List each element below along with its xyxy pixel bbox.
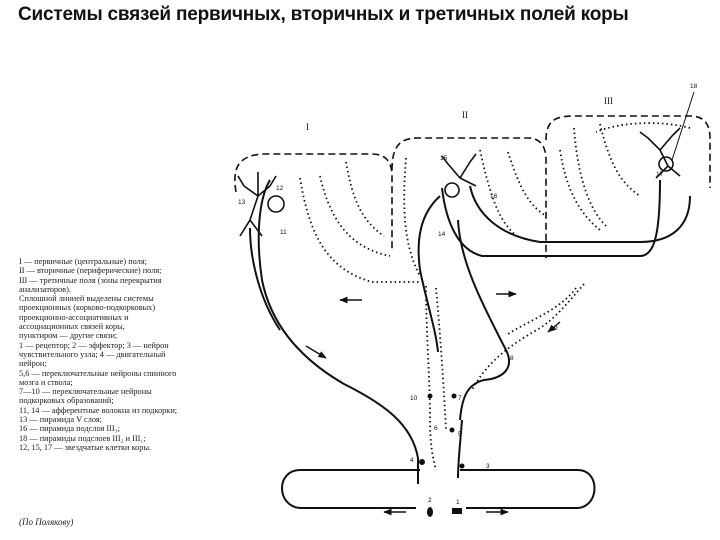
arrow-9 <box>547 321 561 333</box>
label-9: 9 <box>554 325 558 332</box>
field-label-I: I <box>306 122 309 132</box>
label-3: 3 <box>486 463 490 470</box>
neuron-4 <box>419 459 425 465</box>
legend-line: III — третичные поля (зоны перекрытия <box>19 275 162 285</box>
field-label-III: III <box>604 96 613 106</box>
pathway-field-II-branch <box>457 219 511 421</box>
dotted-field-III-a <box>573 127 607 227</box>
dotted-field-III-b <box>599 123 641 197</box>
dotted-descending-b <box>435 287 447 431</box>
dotted-field-I-c <box>345 161 385 237</box>
label-10: 10 <box>410 395 418 402</box>
legend-line: ассоциационных связей коры, <box>19 322 125 332</box>
dotted-field-II-b <box>479 149 521 239</box>
pathway-field-II-down <box>417 195 441 353</box>
dotted-to-9 <box>471 283 585 391</box>
dotted-field-I-a <box>299 177 420 283</box>
label-13: 13 <box>238 199 246 206</box>
spinal-trunk-right <box>457 419 463 479</box>
source-credit: (По Полякову) <box>19 517 74 527</box>
legend-line: нейрон; <box>19 359 47 369</box>
field-III-outline <box>545 115 711 188</box>
dotted-field-I-b <box>319 175 391 257</box>
legend-line: 12, 15, 17 — звездчатые клетки коры. <box>19 442 152 452</box>
effector-2 <box>427 507 433 517</box>
legend-line: чувствительного узла; 4 — двигательный <box>19 349 166 359</box>
legend-line: 18 — пирамиды подслоев III₂ и III₁; <box>19 433 146 443</box>
peripheral-loop <box>281 469 596 509</box>
legend-line: 7—10 — переключательные нейроны <box>19 387 152 397</box>
pyramid-16 <box>441 153 477 187</box>
neuron-3 <box>459 463 465 469</box>
label-6: 6 <box>434 425 438 432</box>
legend-line: 13 — пирамида V слоя; <box>19 415 102 425</box>
neuron-5 <box>449 427 455 433</box>
neuron-7 <box>451 393 457 399</box>
legend-line: пунктиром — другие связи; <box>19 331 118 341</box>
dotted-field-II-c <box>507 151 547 217</box>
legend-line: мозга и ствола; <box>19 377 73 387</box>
dotted-crossing <box>595 122 691 133</box>
label-1: 1 <box>456 499 460 506</box>
label-2: 2 <box>428 497 432 504</box>
label-14: 14 <box>438 231 446 238</box>
label-11: 11 <box>280 229 287 236</box>
label-7: 7 <box>458 395 462 402</box>
page-title: Системы связей первичных, вторичных и тр… <box>18 4 629 25</box>
label-5: 5 <box>458 431 462 438</box>
label-15: 15 <box>440 155 448 162</box>
legend-line: Сплошной линией выделены системы <box>19 294 154 304</box>
label-18: 18 <box>690 83 698 90</box>
afferent-loop <box>257 179 419 459</box>
legend-line: проекционных (корково-подкорковых) <box>19 303 156 313</box>
legend-line: I — первичные (центральные) поля; <box>19 257 147 266</box>
legend-line: анализаторов). <box>19 284 71 294</box>
label-8: 8 <box>510 355 514 362</box>
label-18-leader <box>671 91 695 161</box>
dotted-field-II-a <box>403 157 421 277</box>
legend-line: 11, 14 — афферентные волокна из подкорки… <box>19 405 178 415</box>
dotted-field-III-c <box>559 149 601 231</box>
star-cell-12 <box>267 195 285 213</box>
label-12: 12 <box>276 185 284 192</box>
legend-line: II — вторичные (периферические) поля; <box>19 266 162 276</box>
pathway-field-III-long <box>441 179 661 257</box>
star-cell-17 <box>658 156 674 172</box>
dotted-descending-a <box>425 285 437 471</box>
field-label-II: II <box>462 110 468 120</box>
legend-line: 1 — рецептор; 2 — эффектор; 3 — нейрон <box>19 340 169 350</box>
pathway-field-I-down <box>249 227 281 331</box>
star-cell-15 <box>444 182 460 198</box>
neuron-10 <box>427 393 433 399</box>
legend-line: проекционно-ассоциативных и <box>19 312 129 322</box>
pathway-association <box>469 185 691 243</box>
label-4: 4 <box>410 457 414 464</box>
label-17: 17 <box>656 171 664 178</box>
label-16: 16 <box>490 193 498 200</box>
pyramid-13 <box>237 172 277 237</box>
arrow-up-left <box>305 345 327 359</box>
field-II-outline <box>391 137 547 258</box>
pyramid-18 <box>639 127 681 179</box>
legend-line: 5,6 — переключательные нейроны спинного <box>19 368 177 378</box>
legend-line: подкорковых образований; <box>19 396 114 406</box>
receptor-1 <box>452 508 462 514</box>
field-I-outline <box>234 153 393 252</box>
dotted-diagonal <box>507 287 577 335</box>
legend-line: 16 — пирамида подслоя III₃; <box>19 424 120 434</box>
figure-legend: I — первичные (центральные) поля; II — в… <box>19 257 241 452</box>
